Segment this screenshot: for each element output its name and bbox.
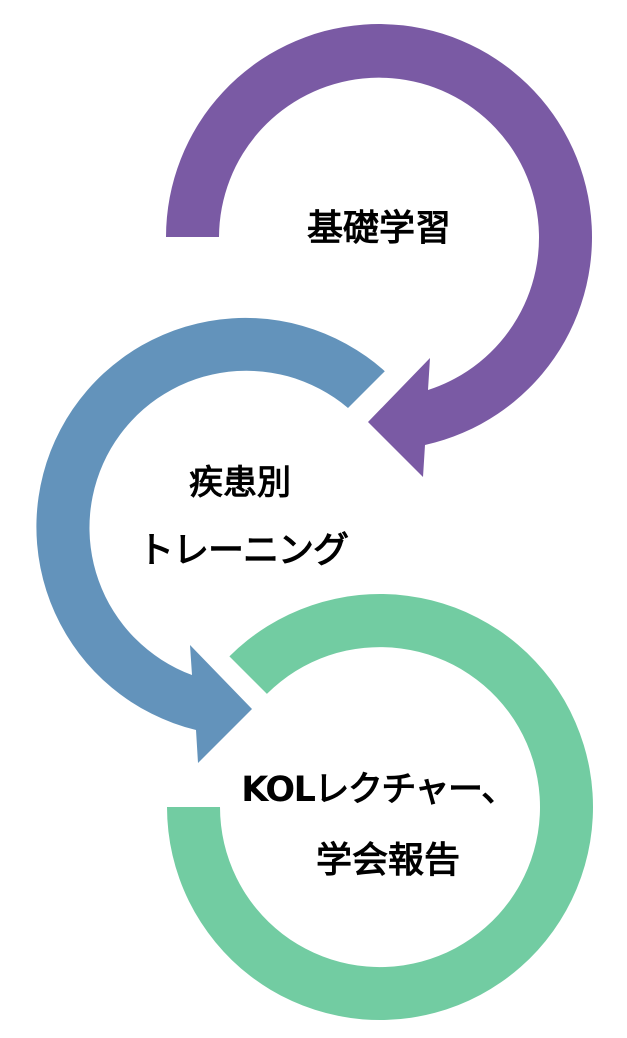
step-label-disease-specific: 疾患別 [189, 463, 291, 503]
disease-training-arrow [36, 317, 385, 763]
step-label-conference-report: 学会報告 [315, 840, 461, 881]
step-label-kol-lecture: KOLレクチャー、 [241, 770, 516, 810]
step-label-training: トレーニング [137, 530, 349, 571]
basic-learning-arrow [166, 24, 592, 477]
step-label-basic-learning: 基礎学習 [306, 208, 452, 249]
